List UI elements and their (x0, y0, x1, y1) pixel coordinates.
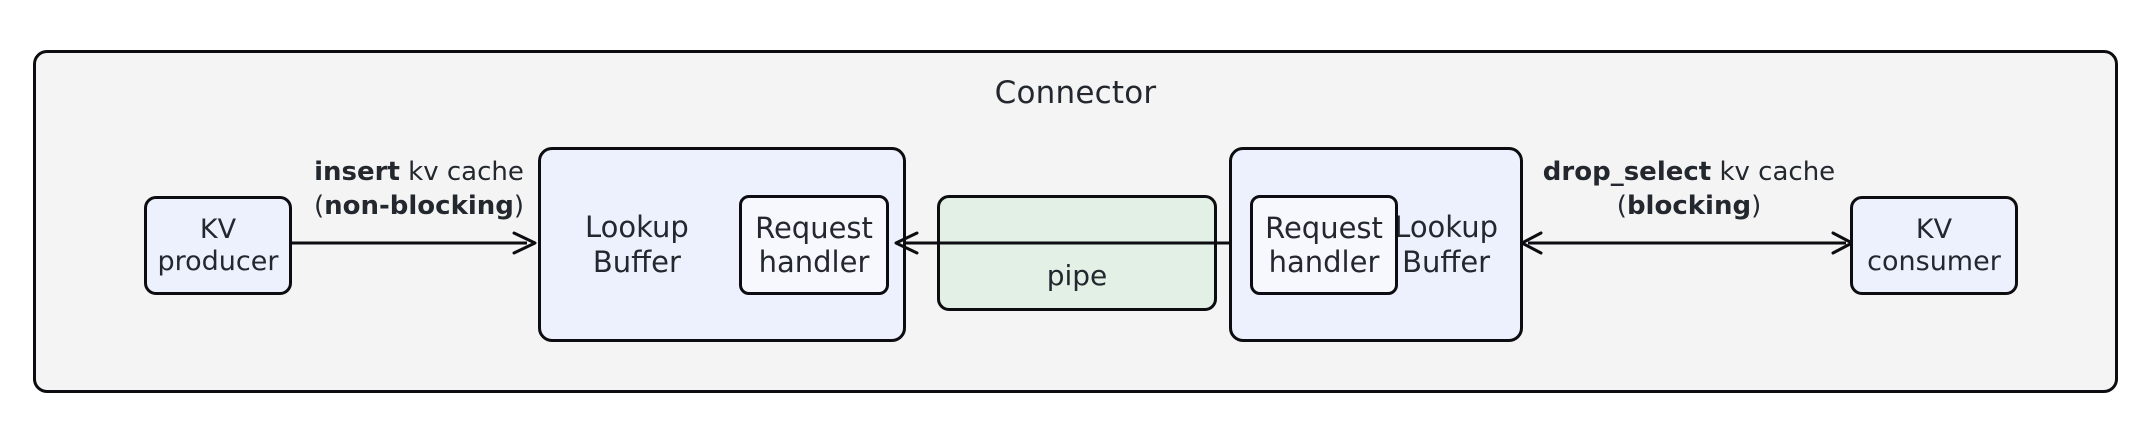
edge-label-drop-select-line2: (blocking) (1530, 190, 1848, 224)
edge-label-insert-rest: kv cache (399, 157, 524, 187)
edge-label-drop-select-open: ( (1616, 190, 1627, 221)
edge-label-drop-select-mode: blocking (1626, 190, 1752, 221)
pipe-label: pipe (1046, 259, 1108, 292)
connector-title: Connector (994, 75, 1157, 111)
edge-label-insert-line2: (non-blocking) (290, 190, 548, 224)
edge-label-insert-strong: insert (314, 157, 400, 187)
kv-producer-label: KV producer (157, 213, 279, 277)
kv-producer-node[interactable]: KV producer (144, 196, 292, 295)
edge-label-drop-select: drop_select kv cache (blocking) (1530, 156, 1848, 224)
request-handler-left-node[interactable]: Request handler (739, 195, 889, 295)
pipe-node[interactable]: pipe (937, 195, 1217, 311)
request-handler-left-label: Request handler (755, 210, 873, 279)
edge-label-drop-select-close: ) (1751, 190, 1762, 221)
edge-label-insert-open: ( (313, 190, 325, 221)
edge-label-drop-select-rest: kv cache (1711, 157, 1836, 187)
kv-consumer-node[interactable]: KV consumer (1850, 196, 2018, 295)
edge-label-insert-line1: insert kv cache (290, 156, 548, 190)
edge-label-insert: insert kv cache (non-blocking) (290, 156, 548, 224)
edge-label-insert-close: ) (513, 190, 525, 221)
edge-label-drop-select-line1: drop_select kv cache (1530, 156, 1848, 190)
request-handler-right-node[interactable]: Request handler (1250, 195, 1398, 295)
edge-label-insert-mode: non-blocking (324, 190, 514, 221)
kv-consumer-label: KV consumer (1867, 213, 2001, 277)
edge-label-drop-select-strong: drop_select (1542, 157, 1712, 187)
lookup-buffer-right-label: Lookup Buffer (1394, 210, 1498, 279)
lookup-buffer-left-label: Lookup Buffer (585, 210, 689, 279)
request-handler-right-label: Request handler (1265, 210, 1383, 279)
